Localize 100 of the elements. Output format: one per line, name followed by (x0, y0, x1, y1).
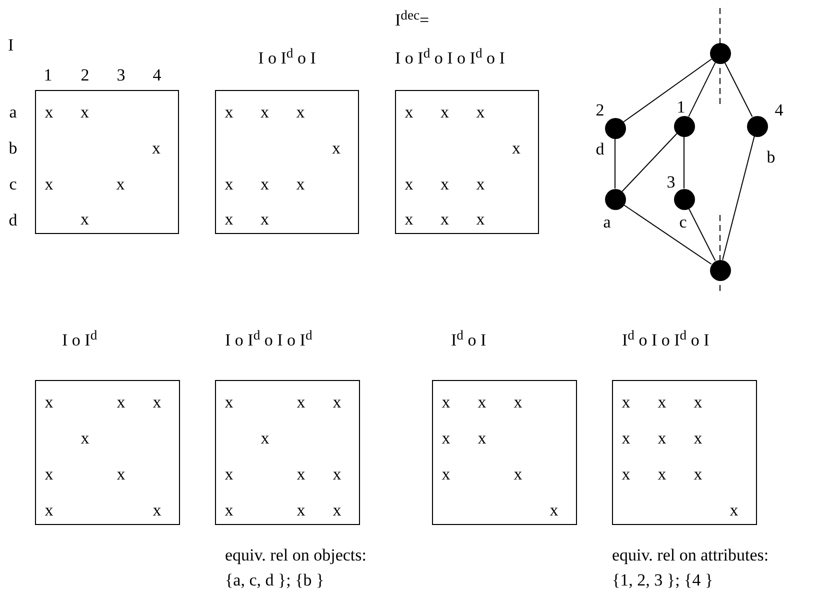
relation-mark: x (152, 139, 160, 156)
relation-mark: x (224, 466, 234, 482)
matrix-heading: I o I$^{d}$ o I o I$^{d}$ (225, 332, 312, 348)
matrix-heading: I (8, 36, 14, 54)
relation-mark: x (694, 430, 702, 446)
lattice-edge (722, 136, 755, 260)
matrix-heading: I o I$^{d}$ o I o I$^{d}$ o I (395, 50, 505, 66)
lattice-node (604, 188, 626, 210)
relation-mark: x (476, 175, 485, 192)
concept-label: c (679, 214, 687, 230)
row-header: b (8, 140, 18, 156)
column-header: 3 (116, 66, 126, 84)
lattice-node (710, 42, 730, 64)
relation-mark: x (116, 466, 126, 482)
equivalence-caption: equiv. rel on attributes: (612, 546, 769, 564)
relation-mark: x (296, 466, 306, 482)
relation-mark: x (514, 394, 522, 410)
relation-mark: x (658, 466, 666, 482)
relation-mark: x (224, 394, 234, 410)
lattice-edge (623, 204, 712, 265)
concept-label: 3 (666, 174, 676, 190)
relation-mark: x (152, 502, 162, 518)
relation-mark: x (514, 466, 522, 482)
matrix-heading: I o I$^{d}$ (62, 332, 98, 348)
relation-mark: x (116, 175, 125, 192)
lattice-edge (622, 133, 678, 192)
relation-mark: x (80, 430, 90, 446)
concept-label: b (766, 148, 776, 166)
relation-mark: x (404, 104, 414, 120)
concept-label: 2 (596, 102, 604, 118)
relation-mark: x (658, 430, 666, 446)
relation-mark: x (512, 139, 520, 156)
relation-mark: x (622, 394, 630, 410)
relation-mark: x (476, 210, 485, 228)
lattice-edge (623, 58, 712, 122)
relation-mark: x (622, 466, 630, 482)
relation-mark: x (442, 394, 450, 410)
relation-mark: x (44, 175, 54, 192)
concept-label: d (596, 140, 604, 158)
lattice-node (604, 118, 626, 138)
equivalence-caption: equiv. rel on objects: (225, 546, 366, 564)
relation-mark: x (44, 502, 54, 518)
relation-mark: x (260, 104, 269, 120)
lattice-node (746, 116, 768, 136)
relation-mark: x (224, 175, 234, 192)
equivalence-caption: {a, c, d }; {b } (225, 572, 324, 588)
relation-mark: x (694, 466, 702, 482)
row-header: d (8, 212, 18, 228)
relation-mark: x (478, 394, 486, 410)
relation-mark: x (152, 394, 162, 410)
lattice-edge (688, 62, 716, 118)
column-header: 1 (44, 66, 52, 84)
relation-mark: x (440, 104, 449, 120)
lattice-node (674, 188, 694, 210)
relation-mark: x (332, 466, 342, 482)
relation-mark: x (44, 104, 54, 120)
relation-mark: x (296, 175, 305, 192)
concept-label: 4 (774, 102, 784, 118)
relation-mark: x (80, 104, 89, 120)
row-header: c (9, 176, 17, 192)
equivalence-caption: {1, 2, 3 }; {4 } (612, 572, 714, 588)
relation-mark: x (478, 430, 486, 446)
relation-mark: x (260, 430, 270, 446)
relation-mark: x (332, 394, 342, 410)
lattice-edge (724, 62, 753, 118)
lattice-node (710, 260, 730, 280)
relation-mark: x (224, 104, 234, 120)
relation-mark: x (622, 430, 630, 446)
relation-mark: x (44, 394, 54, 410)
concept-label: a (603, 214, 611, 230)
relation-mark: x (44, 466, 54, 482)
relation-mark: x (224, 210, 234, 228)
relation-mark: x (730, 502, 738, 518)
relation-mark: x (440, 210, 449, 228)
relation-mark: x (260, 210, 269, 228)
relation-mark: x (442, 466, 450, 482)
row-header: a (9, 104, 17, 120)
relation-mark: x (694, 394, 702, 410)
relation-mark: x (260, 175, 269, 192)
relation-mark: x (404, 210, 414, 228)
lattice-node (674, 116, 694, 136)
relation-mark: x (440, 175, 449, 192)
matrix-heading: I o I$^{d}$ o I (258, 50, 316, 66)
relation-mark: x (658, 394, 666, 410)
column-header: 4 (152, 66, 162, 84)
concept-label: 1 (676, 98, 686, 116)
relation-mark: x (296, 104, 305, 120)
matrix-heading: I$^{dec}$= (395, 12, 430, 28)
relation-mark: x (404, 175, 414, 192)
lattice-edge (688, 208, 716, 262)
relation-mark: x (296, 394, 306, 410)
relation-mark: x (332, 502, 342, 518)
relation-mark: x (224, 502, 234, 518)
relation-mark: x (476, 104, 485, 120)
relation-mark: x (442, 430, 450, 446)
relation-mark: x (116, 394, 126, 410)
matrix-heading: I$^{d}$ o I o I$^{d}$ o I (622, 332, 710, 348)
relation-mark: x (296, 502, 306, 518)
lattice-edge (614, 138, 616, 189)
relation-mark: x (80, 210, 89, 228)
